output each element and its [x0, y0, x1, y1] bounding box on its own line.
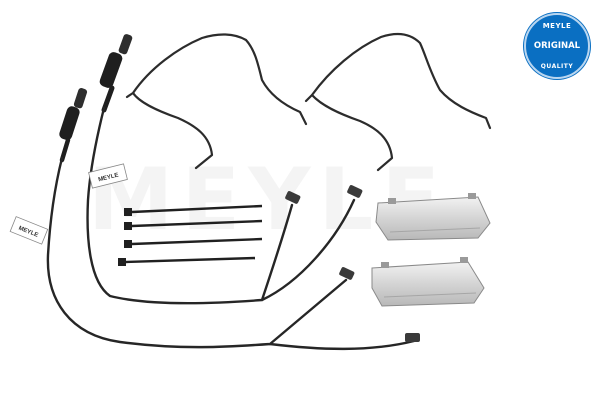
seal-original-text: ORIGINAL — [533, 41, 581, 51]
seal-brand-text: MEYLE — [542, 22, 572, 30]
wear-sensor-connector-upper — [99, 34, 133, 113]
sensor-probe-tip — [339, 267, 355, 280]
cable-tie — [124, 237, 263, 248]
wear-sensor-cable-lower — [46, 156, 416, 351]
cable-label-tag: MEYLE — [9, 216, 49, 245]
cable-tie — [124, 204, 263, 216]
seal-quality-text: QUALITY — [540, 63, 574, 70]
sensor-probe-tip — [405, 333, 420, 342]
wear-sensor-cable-upper — [86, 106, 356, 305]
pad-bracket-upper — [375, 193, 491, 241]
cable-tie — [118, 256, 256, 266]
sensor-probe-tip — [285, 191, 301, 204]
wear-sensor-connector-lower — [59, 88, 88, 163]
meyle-original-quality-seal: MEYLE ORIGINAL QUALITY — [524, 13, 590, 79]
svg-text:MEYLE: MEYLE — [98, 173, 120, 184]
sensor-probe-tip — [347, 185, 363, 198]
cable-label-tag: MEYLE — [88, 163, 128, 189]
cable-tie — [124, 219, 263, 230]
spring-clip-right — [304, 32, 492, 172]
pad-bracket-lower — [371, 257, 485, 307]
spring-clip-left — [125, 33, 308, 170]
